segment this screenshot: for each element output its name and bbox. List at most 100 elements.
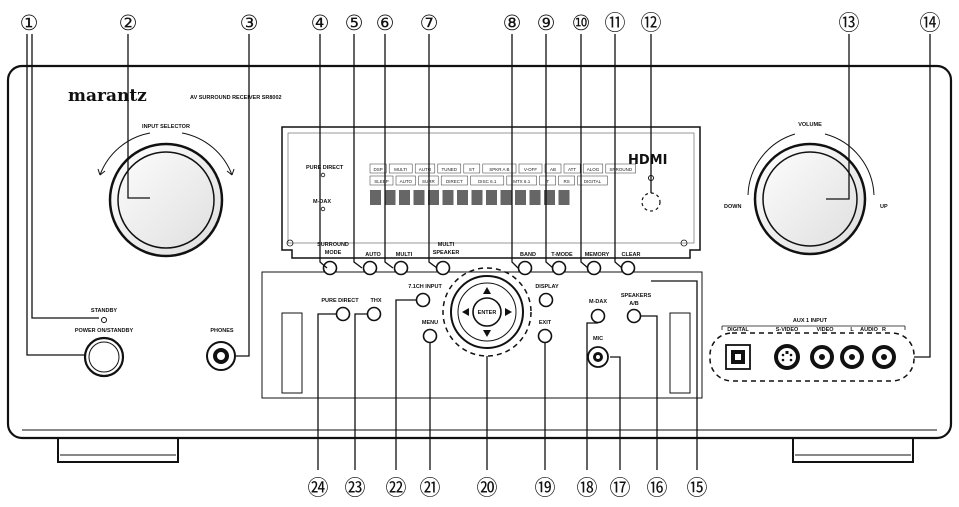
cursor-up-icon[interactable] [483, 287, 491, 294]
segment-label: TUNED [442, 167, 458, 172]
segment-label: SPKR A B [489, 167, 509, 172]
aux-audio-label: AUDIO [860, 327, 878, 333]
callout-14: ⑭ [920, 11, 941, 35]
auto-label: AUTO [365, 252, 381, 258]
auto-button[interactable] [362, 260, 378, 276]
exit-button[interactable] [537, 328, 553, 344]
thx-button-label: THX [371, 298, 382, 304]
callout-1: ① [20, 11, 39, 35]
cursor-down-icon[interactable] [483, 330, 491, 337]
71ch-input-button[interactable] [415, 292, 431, 308]
callout-15: ⑮ [687, 476, 708, 500]
char-block [500, 190, 512, 205]
char-block [399, 190, 410, 205]
input-selector-label: INPUT SELECTOR [142, 124, 190, 130]
display-button[interactable] [538, 292, 554, 308]
segment-label: AUTO [419, 167, 432, 172]
callout-5: ⑤ [345, 11, 364, 35]
t-mode-button[interactable] [551, 260, 567, 276]
power-label: POWER ON/STANDBY [75, 328, 134, 334]
char-block [515, 190, 526, 205]
callout-9: ⑨ [537, 11, 556, 35]
volume-knob[interactable] [753, 142, 867, 256]
multi-button[interactable] [393, 260, 409, 276]
segment-label: DISC 6.1 [478, 179, 497, 184]
surround-mode-label-1: SURROUND [317, 242, 349, 248]
aux-audio-l-label: L [850, 327, 854, 333]
m-dax-button[interactable] [590, 308, 606, 324]
segment-label: MTX 6.1 [513, 179, 531, 184]
segment-box [605, 163, 636, 174]
segment-label: DIRECT [446, 179, 463, 184]
segment-label: ALOG [587, 167, 600, 172]
m-dax-button-label: M-DAX [589, 299, 607, 305]
multi-speaker-label-1: MULTI [438, 242, 455, 248]
enter-button[interactable] [472, 297, 502, 327]
char-block [558, 190, 570, 205]
callout-3: ③ [240, 11, 259, 35]
enter-label: ENTER [478, 310, 497, 316]
thx-button[interactable] [366, 306, 382, 322]
aux-video-label: VIDEO [816, 327, 834, 333]
input-selector-knob[interactable] [108, 142, 224, 258]
char-block [544, 190, 555, 205]
char-block [486, 190, 497, 205]
segment-box [482, 163, 517, 174]
segment-label: SLEEP [374, 179, 389, 184]
cursor-pad-outline [442, 267, 532, 357]
segment-label: V-OFF [524, 167, 538, 172]
band-button[interactable] [517, 260, 533, 276]
segment-box [544, 163, 562, 174]
exit-button-label: EXIT [539, 320, 552, 326]
segment-label: ST [469, 167, 475, 172]
callout-10: ⑩ [572, 11, 591, 35]
volume-label: VOLUME [798, 122, 822, 128]
t-mode-label: T-MODE [551, 252, 573, 258]
segment-box [369, 175, 394, 186]
segment-box [558, 175, 575, 186]
aux-title: AUX 1 INPUT [793, 318, 828, 324]
71ch-input-button-label: 7.1CH INPUT [408, 284, 442, 290]
power-button[interactable] [83, 336, 125, 378]
callout-24: ㉔ [308, 476, 329, 500]
callout-leaders [26, 34, 931, 470]
multi-speaker-button[interactable] [435, 260, 451, 276]
segment-label: DSP [373, 167, 382, 172]
callout-17: ⑰ [610, 476, 631, 500]
pure-direct-button[interactable] [335, 306, 351, 322]
segment-box [506, 175, 537, 186]
brand-logo: marantz [68, 86, 147, 106]
callout-6: ⑥ [376, 11, 395, 35]
pure-direct-indicator-label: PURE DIRECT [306, 165, 344, 171]
phones-label: PHONES [210, 328, 234, 334]
callout-22: ㉒ [386, 476, 407, 500]
multi-speaker-label-2: SPEAKER [433, 250, 460, 256]
clear-button[interactable] [620, 260, 636, 276]
callout-12: ⑫ [641, 11, 662, 35]
speakers-button-label: SPEAKERS [621, 293, 652, 299]
segment-box [463, 163, 481, 174]
char-block [370, 190, 381, 205]
menu-button[interactable] [422, 328, 438, 344]
speakers-ab-button[interactable] [626, 308, 642, 324]
memory-label: MEMORY [585, 252, 610, 258]
surround-mode-button[interactable] [322, 260, 338, 276]
segment-label: MULTI [394, 167, 407, 172]
segment-label: T [546, 179, 549, 184]
callout-7: ⑦ [420, 11, 439, 35]
char-block [471, 190, 483, 205]
memory-button[interactable] [586, 260, 602, 276]
cursor-left-icon[interactable] [462, 308, 469, 316]
segment-box [518, 163, 543, 174]
callout-11: ⑪ [605, 11, 626, 35]
callout-16: ⑯ [647, 476, 668, 500]
aux-audio-r-label: R [882, 327, 886, 333]
cursor-right-icon[interactable] [505, 308, 512, 316]
speakers-ab-label: A/B [629, 301, 639, 307]
multi-label: MULTI [396, 252, 413, 258]
segment-box [395, 175, 416, 186]
surround-mode-label-2: MODE [325, 250, 342, 256]
menu-button-label: MENU [422, 320, 438, 326]
